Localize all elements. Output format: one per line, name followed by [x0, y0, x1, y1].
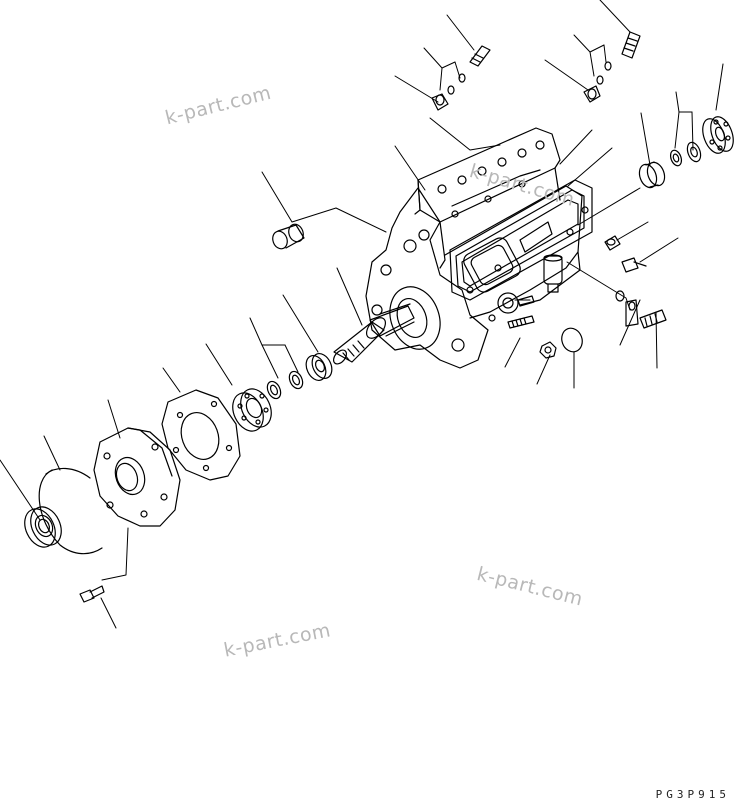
- gasket: [162, 390, 240, 480]
- right-fasteners: [605, 236, 666, 328]
- hex-nut: [540, 342, 556, 358]
- drive-shaft: [331, 304, 414, 366]
- flange-cover: [94, 428, 180, 526]
- stud-bolt: [508, 316, 534, 328]
- plug-bolt: [270, 222, 305, 251]
- shaft-washers: [265, 350, 336, 400]
- drive-bearing: [227, 384, 277, 436]
- right-washers: [669, 141, 703, 168]
- right-gear: [698, 114, 737, 157]
- leader-lines: [0, 0, 723, 628]
- pump-housing: [366, 128, 582, 368]
- cover-bolt: [80, 586, 104, 602]
- oil-seal: [19, 502, 67, 552]
- governor-cover: [450, 180, 592, 300]
- right-bushing: [636, 160, 667, 190]
- snap-ring: [39, 468, 102, 553]
- top-bolts: [432, 32, 640, 110]
- drawing-code: PG3P915: [655, 788, 730, 801]
- small-stud: [518, 296, 534, 306]
- o-ring: [558, 325, 585, 354]
